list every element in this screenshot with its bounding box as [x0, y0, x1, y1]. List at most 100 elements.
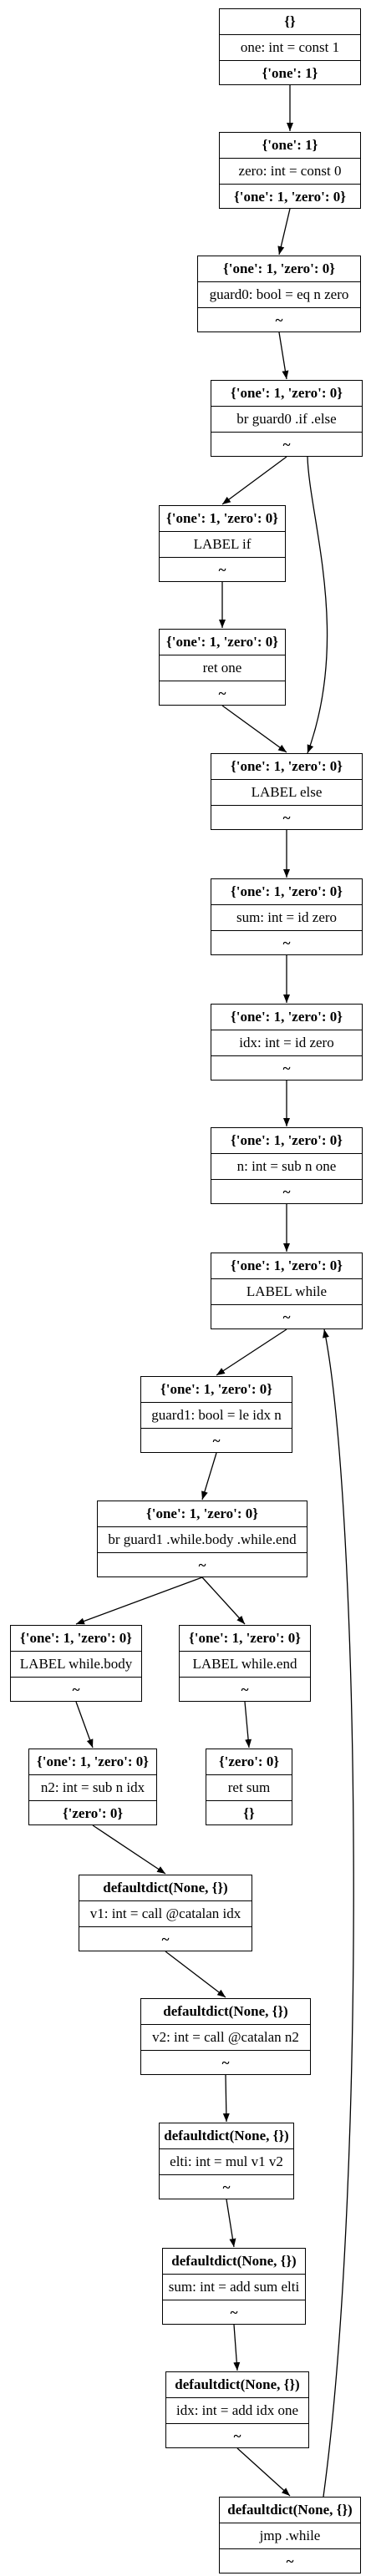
edge-arrow: [277, 208, 291, 256]
node-statement: sum: int = add sum elti: [163, 2274, 305, 2300]
edge-arrow: [75, 1576, 203, 1625]
flow-node: defaultdict(None, {}) elti: int = mul v1 …: [159, 2123, 294, 2199]
node-statement: LABEL if: [160, 531, 285, 557]
node-out-state: ~: [211, 1179, 362, 1205]
node-statement: v1: int = call @catalan idx: [79, 1900, 252, 1926]
node-in-state: defaultdict(None, {}): [103, 1880, 228, 1895]
node-statement: br guard1 .while.body .while.end: [98, 1526, 307, 1552]
node-statement: elti: int = mul v1 v2: [160, 2148, 293, 2174]
node-out-state: ~: [180, 1677, 310, 1703]
node-in-state: {'one': 1, 'zero': 0}: [20, 1630, 132, 1646]
flow-node: {'one': 1, 'zero': 0} guard1: bool = le i…: [140, 1376, 292, 1453]
flow-node: defaultdict(None, {}) idx: int = add idx …: [165, 2371, 309, 2448]
node-in-state: {'one': 1, 'zero': 0}: [166, 510, 278, 526]
node-statement: idx: int = id zero: [211, 1030, 362, 1055]
node-statement: LABEL while.end: [180, 1651, 310, 1677]
flow-node: defaultdict(None, {}) jmp .while~: [219, 2497, 361, 2573]
node-statement: one: int = const 1: [220, 34, 360, 60]
edge-arrow: [92, 1824, 166, 1875]
node-out-state: ~: [160, 681, 285, 706]
node-out-state: ~: [198, 307, 360, 333]
flow-node: {'one': 1, 'zero': 0} LABEL while.end~: [179, 1625, 311, 1702]
node-in-state: defaultdict(None, {}): [164, 2128, 289, 2143]
edge-arrow: [226, 2199, 236, 2248]
node-in-state: {'one': 1, 'zero': 0}: [189, 1630, 301, 1646]
flow-node: defaultdict(None, {}) v2: int = call @cat…: [140, 1998, 311, 2075]
flow-node: {'one': 1, 'zero': 0} n: int = sub n one~: [211, 1127, 363, 1204]
flow-node: {} one: int = const 1{'one': 1}: [219, 8, 361, 85]
flow-node: {'one': 1, 'zero': 0} LABEL while.body~: [10, 1625, 142, 1702]
node-out-state: ~: [220, 2548, 360, 2574]
node-in-state: {'one': 1, 'zero': 0}: [37, 1754, 149, 1769]
flow-node: {'one': 1, 'zero': 0} n2: int = sub n idx…: [28, 1749, 157, 1825]
flow-node: {'one': 1, 'zero': 0}guard0: bool = eq n…: [197, 256, 361, 332]
node-statement: LABEL while.body: [11, 1651, 141, 1677]
node-in-state: {'one': 1, 'zero': 0}: [231, 385, 343, 401]
node-statement: LABEL while: [211, 1278, 362, 1304]
flow-node: {'zero': 0}ret sum{}: [206, 1749, 292, 1825]
node-statement: sum: int = id zero: [211, 904, 362, 930]
flow-node: {'one': 1, 'zero': 0} br guard0 .if .else…: [211, 380, 363, 457]
flow-node: {'one': 1, 'zero': 0} sum: int = id zero~: [211, 878, 363, 955]
flow-node: {'one': 1, 'zero': 0}idx: int = id zero~: [211, 1004, 363, 1081]
node-in-state: {'one': 1, 'zero': 0}: [166, 634, 278, 650]
edge-arrow: [221, 456, 287, 505]
node-out-state: ~: [211, 930, 362, 956]
node-statement: idx: int = add idx one: [166, 2397, 308, 2423]
edge-arrow: [216, 1328, 287, 1376]
node-out-state: ~: [211, 805, 362, 831]
node-out-state: ~: [160, 2174, 293, 2200]
node-in-state: {'one': 1, 'zero': 0}: [160, 1381, 272, 1397]
node-in-state: {}: [284, 13, 296, 29]
edge-arrow: [233, 2324, 241, 2371]
edge-arrow: [236, 2447, 291, 2497]
node-out-state: ~: [141, 2050, 310, 2076]
edge-arrow: [244, 1701, 252, 1749]
node-in-state: {'one': 1}: [262, 137, 318, 153]
node-out-state: {}: [206, 1800, 292, 1826]
node-statement: zero: int = const 0: [220, 158, 360, 184]
node-in-state: {'zero': 0}: [218, 1754, 280, 1769]
flow-node: defaultdict(None, {}) sum: int = add sum …: [162, 2248, 306, 2325]
node-out-state: ~: [211, 432, 362, 458]
node-out-state: ~: [98, 1552, 307, 1578]
node-out-state: ~: [163, 2300, 305, 2325]
node-out-state: {'one': 1, 'zero': 0}: [220, 184, 360, 210]
flow-node: {'one': 1, 'zero': 0} br guard1 .while.bo…: [97, 1501, 307, 1577]
node-statement: n: int = sub n one: [211, 1153, 362, 1179]
node-statement: n2: int = sub n idx: [29, 1774, 156, 1800]
node-statement: guard0: bool = eq n zero: [198, 281, 360, 307]
node-in-state: defaultdict(None, {}): [175, 2376, 300, 2392]
node-out-state: ~: [160, 557, 285, 583]
edge-arrow: [165, 1951, 226, 1998]
node-statement: guard1: bool = le idx n: [141, 1402, 292, 1428]
node-statement: v2: int = call @catalan n2: [141, 2024, 310, 2050]
node-in-state: {'one': 1, 'zero': 0}: [146, 1506, 258, 1521]
node-in-state: defaultdict(None, {}): [227, 2502, 353, 2518]
node-statement: ret one: [160, 655, 285, 681]
edge-arrow: [201, 1576, 246, 1625]
flow-node: {'one': 1} zero: int = const 0{'one': 1, …: [219, 132, 361, 209]
node-statement: jmp .while: [220, 2523, 360, 2548]
node-out-state: {'one': 1}: [220, 60, 360, 86]
node-out-state: ~: [11, 1677, 141, 1703]
edge-arrow: [307, 456, 328, 754]
node-in-state: defaultdict(None, {}): [163, 2003, 288, 2019]
node-in-state: {'one': 1, 'zero': 0}: [231, 1132, 343, 1148]
edge-arrow: [323, 1328, 354, 2498]
edge-arrow: [278, 331, 289, 380]
flow-node: {'one': 1, 'zero': 0}LABEL while~: [211, 1253, 363, 1329]
node-in-state: defaultdict(None, {}): [171, 2253, 297, 2269]
node-out-state: ~: [79, 1926, 252, 1952]
flow-node: {'one': 1, 'zero': 0} LABEL if~: [159, 505, 286, 582]
edge-arrow: [201, 1452, 217, 1501]
node-in-state: {'one': 1, 'zero': 0}: [231, 1009, 343, 1025]
node-out-state: ~: [166, 2423, 308, 2449]
flow-node: {'one': 1, 'zero': 0} ret one~: [159, 629, 286, 706]
edge-arrow: [75, 1701, 94, 1749]
node-in-state: {'one': 1, 'zero': 0}: [231, 883, 343, 899]
node-statement: br guard0 .if .else: [211, 406, 362, 432]
edge-arrow: [221, 705, 287, 753]
flow-node: defaultdict(None, {}) v1: int = call @cat…: [79, 1875, 252, 1951]
